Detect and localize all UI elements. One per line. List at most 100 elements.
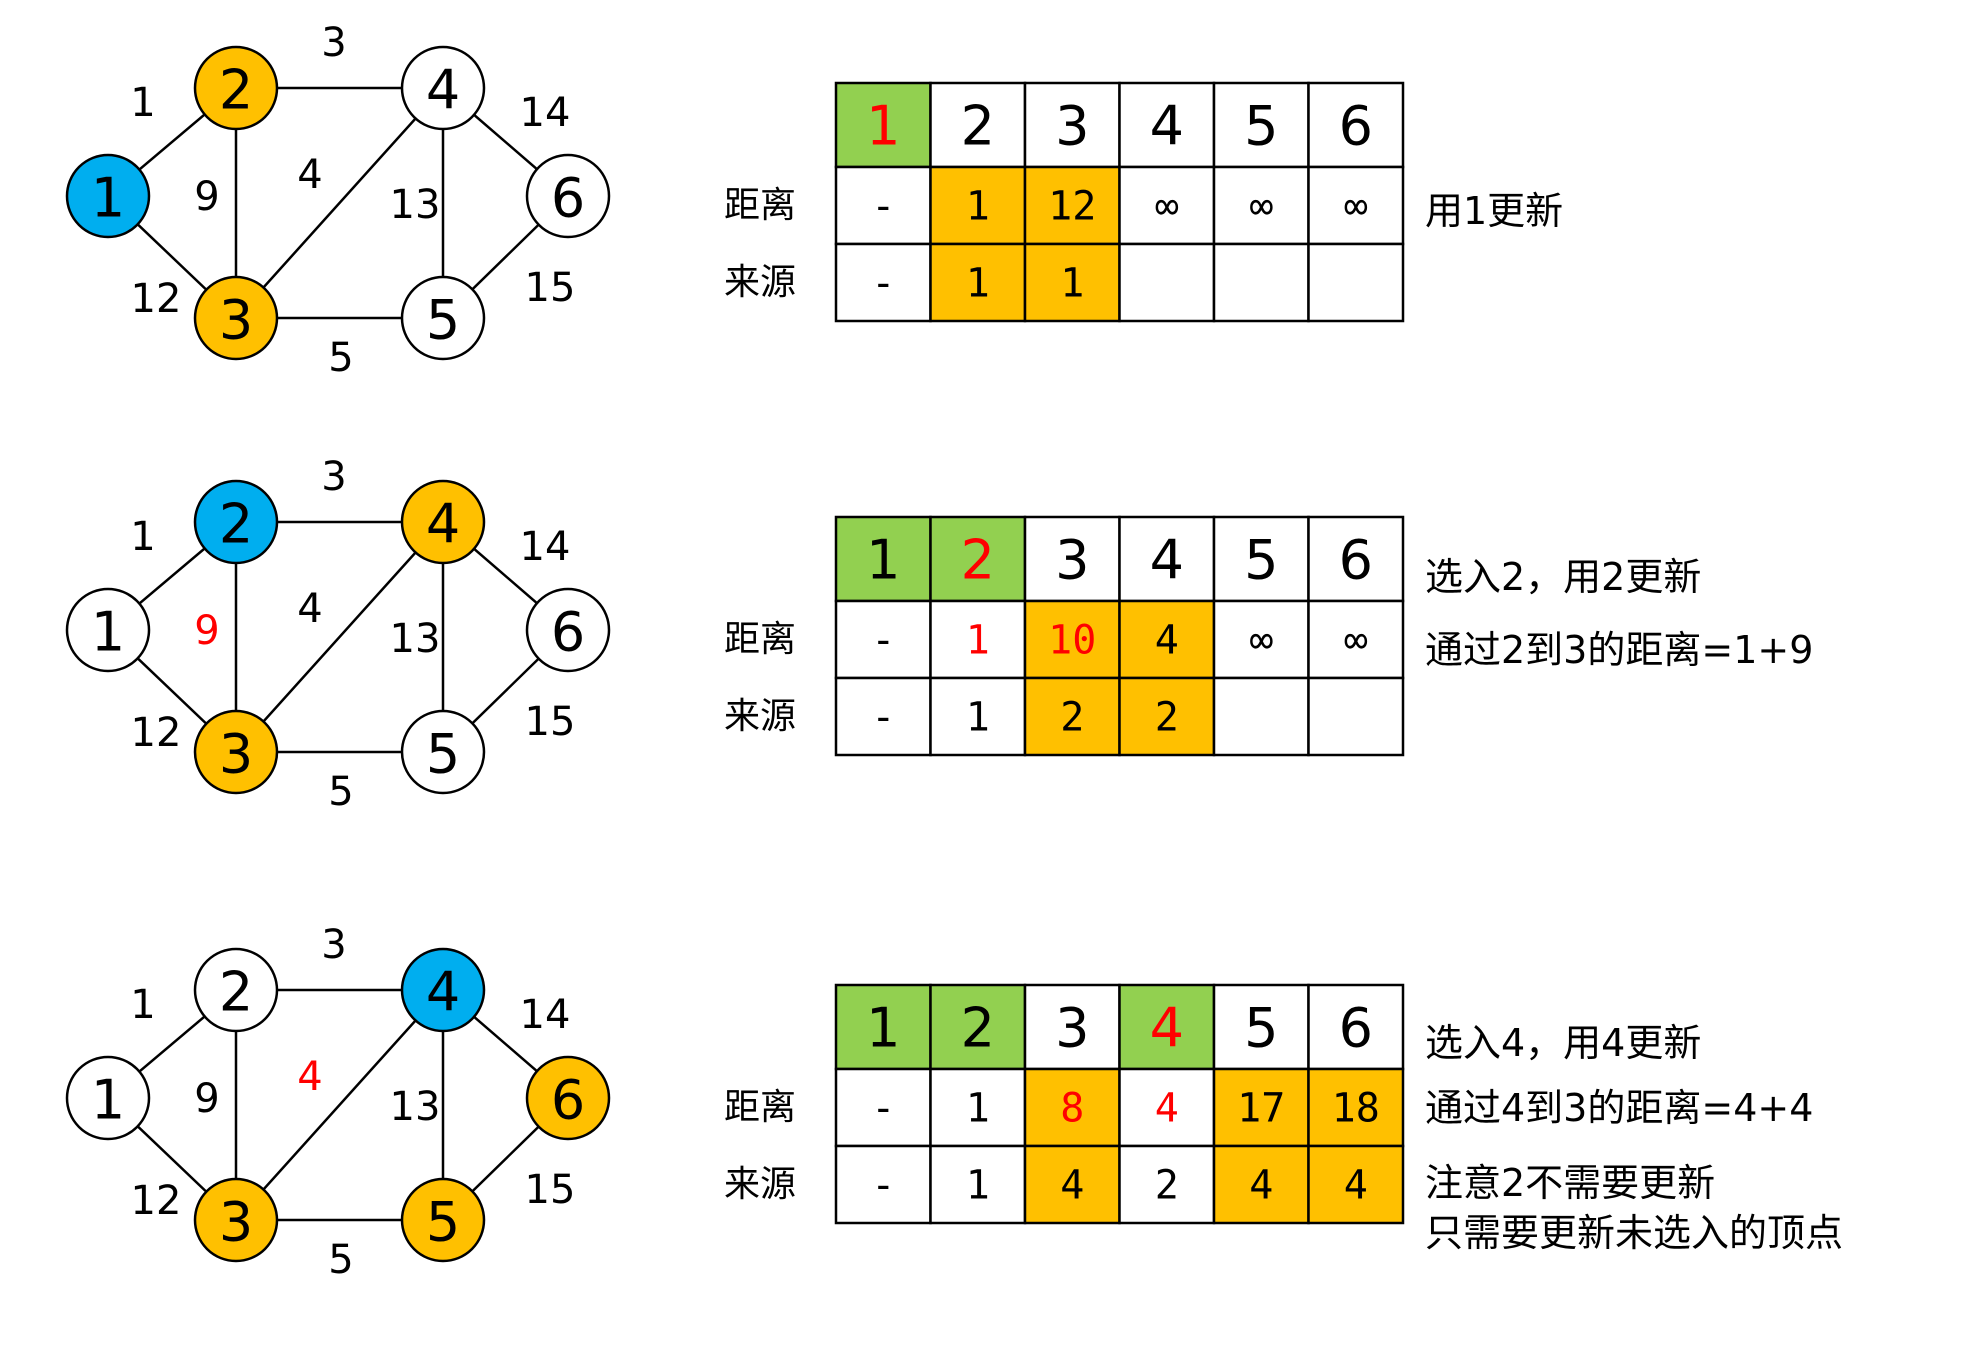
node-3: 3 [193, 1177, 279, 1263]
node-label: 4 [426, 493, 460, 556]
edge-weight-5-6: 15 [525, 1167, 576, 1213]
edge-weight-3-5: 5 [328, 769, 353, 815]
source-cell: 2 [1155, 1163, 1179, 1209]
node-circle [525, 153, 611, 239]
distance-cell: - [871, 1086, 895, 1132]
source-cell: 4 [1249, 1163, 1273, 1209]
node-2: 2 [193, 947, 279, 1033]
node-circle [65, 153, 151, 239]
edge-weight-1-2: 1 [130, 80, 155, 126]
source-cell-bg [1212, 676, 1310, 757]
edge-weight-4-6: 14 [520, 992, 571, 1038]
node-label: 4 [426, 961, 460, 1024]
node-circle [193, 275, 279, 361]
source-cell-bg [1023, 1144, 1121, 1225]
node-circle [65, 587, 151, 673]
column-header: 3 [1055, 529, 1089, 592]
edge-weight-3-5: 5 [328, 1237, 353, 1283]
row-label-distance: 距离 [724, 619, 796, 660]
node-6: 6 [525, 153, 611, 239]
node-6: 6 [525, 587, 611, 673]
column-header: 6 [1339, 529, 1373, 592]
source-cell-bg [1307, 676, 1405, 757]
column-header: 5 [1244, 997, 1278, 1060]
column-header: 6 [1339, 95, 1373, 158]
node-label: 2 [219, 493, 253, 556]
edge-weight-4-5: 13 [390, 182, 441, 228]
source-cell: 1 [1060, 261, 1084, 307]
source-cell-bg [1212, 242, 1310, 323]
node-1: 1 [65, 153, 151, 239]
column-header: 1 [866, 997, 900, 1060]
edge-3-4 [235, 989, 444, 1221]
column-header: 3 [1055, 95, 1089, 158]
distance-cell: 12 [1048, 184, 1096, 230]
headers-cell-bg [1118, 515, 1216, 603]
edge-weight-4-6: 14 [520, 90, 571, 136]
source-cell-bg [834, 1144, 932, 1225]
column-header: 2 [961, 529, 995, 592]
edge-weight-5-6: 15 [525, 265, 576, 311]
node-circle [400, 275, 486, 361]
edge-weight-2-3: 9 [194, 1076, 219, 1122]
headers-cell-bg [1307, 983, 1405, 1071]
node-1: 1 [65, 587, 151, 673]
distance-cell-bg [1023, 1067, 1121, 1148]
distance-cell: - [871, 184, 895, 230]
source-cell: 1 [966, 261, 990, 307]
edge-weight-5-6: 15 [525, 699, 576, 745]
headers-cell-bg [1307, 81, 1405, 169]
node-label: 3 [219, 1191, 253, 1254]
node-label: 1 [91, 1069, 125, 1132]
edge-3-4 [235, 87, 444, 319]
distance-cell: 1 [966, 1086, 990, 1132]
distance-cell: 18 [1332, 1086, 1380, 1132]
node-circle [400, 479, 486, 565]
edge-weight-3-4: 4 [297, 1054, 322, 1100]
edge-weight-1-2: 1 [130, 514, 155, 560]
node-circle [193, 45, 279, 131]
source-cell: 2 [1155, 695, 1179, 741]
node-label: 4 [426, 59, 460, 122]
source-cell: - [871, 695, 895, 741]
edge-weight-2-3: 9 [194, 174, 219, 220]
edge-weight-4-5: 13 [390, 1084, 441, 1130]
step-note: 用1更新 [1425, 189, 1563, 233]
source-cell-bg [1212, 1144, 1310, 1225]
column-header: 5 [1244, 95, 1278, 158]
node-circle [400, 709, 486, 795]
row-label-source: 来源 [724, 1164, 796, 1205]
source-cell-bg [1307, 1144, 1405, 1225]
node-label: 5 [426, 723, 460, 786]
node-circle [525, 587, 611, 673]
node-label: 1 [91, 167, 125, 230]
column-header: 4 [1150, 997, 1184, 1060]
node-6: 6 [525, 1055, 611, 1141]
edge-weight-2-3: 9 [194, 608, 219, 654]
distance-cell: 17 [1237, 1086, 1285, 1132]
node-3: 3 [193, 275, 279, 361]
row-label-source: 来源 [724, 262, 796, 303]
source-cell: 1 [966, 695, 990, 741]
distance-cell: ∞ [1344, 184, 1368, 230]
headers-cell-bg [929, 983, 1027, 1071]
edge-weight-2-4: 3 [321, 922, 346, 968]
node-5: 5 [400, 1177, 486, 1263]
edge-weight-1-3: 12 [131, 710, 182, 756]
source-cell-bg [1118, 242, 1216, 323]
distance-cell-bg [929, 599, 1027, 680]
column-header: 2 [961, 95, 995, 158]
distance-cell-bg [1118, 1067, 1216, 1148]
node-circle [193, 709, 279, 795]
node-5: 5 [400, 275, 486, 361]
node-label: 3 [219, 289, 253, 352]
column-header: 1 [866, 95, 900, 158]
edge-3-4 [235, 521, 444, 753]
node-circle [400, 1177, 486, 1263]
edge-weight-1-3: 12 [131, 276, 182, 322]
node-circle [193, 479, 279, 565]
